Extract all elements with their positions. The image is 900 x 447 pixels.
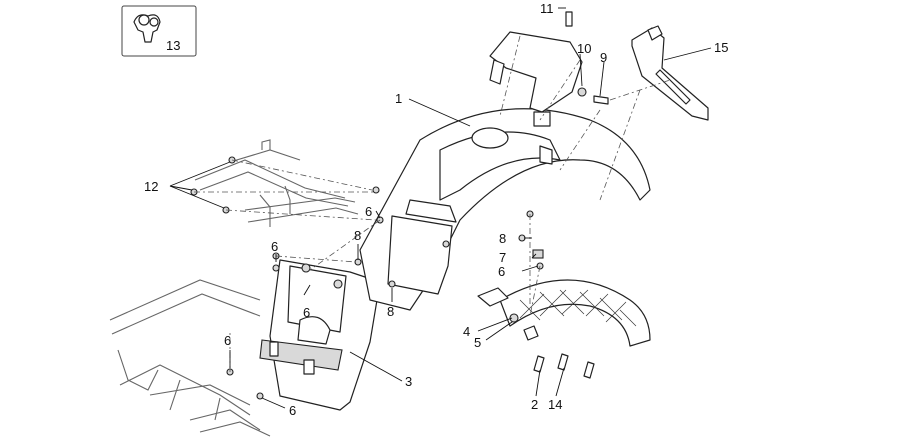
callout-10: 10 [577,41,591,56]
part-1-rear-fender [359,108,651,311]
callout-8c: 8 [387,304,394,319]
fasteners [190,11,609,400]
callout-13: 13 [166,38,180,53]
callout-14: 14 [548,397,562,412]
part-3-plate-holder [259,259,381,411]
callout-11: 11 [540,1,554,16]
callout-1: 1 [395,91,402,106]
callout-6e: 6 [224,333,231,348]
callout-12: 12 [144,179,158,194]
callout-6f: 6 [289,403,296,418]
assembly-lines [194,35,671,372]
callout-8a: 8 [354,228,361,243]
callout-4: 4 [463,324,470,339]
callout-7: 7 [499,250,506,265]
part-15-reflector-bracket [631,25,709,121]
callout-2: 2 [531,397,538,412]
inset-part-13 [121,5,197,57]
callout-15: 15 [714,40,728,55]
callouts: 1 2 3 4 5 6 6 6 6 6 6 7 8 8 8 9 10 11 12… [144,1,728,418]
part-2-inner-mudguard [477,279,651,347]
callout-6b: 6 [271,239,278,254]
callout-8b: 8 [499,231,506,246]
leader-lines [169,7,712,409]
rear-frame [109,139,359,437]
callout-5: 5 [474,335,481,350]
callout-6c: 6 [303,305,310,320]
callout-9: 9 [600,50,607,65]
callout-3: 3 [405,374,412,389]
callout-6d: 6 [498,264,505,279]
callout-6a: 6 [365,204,372,219]
